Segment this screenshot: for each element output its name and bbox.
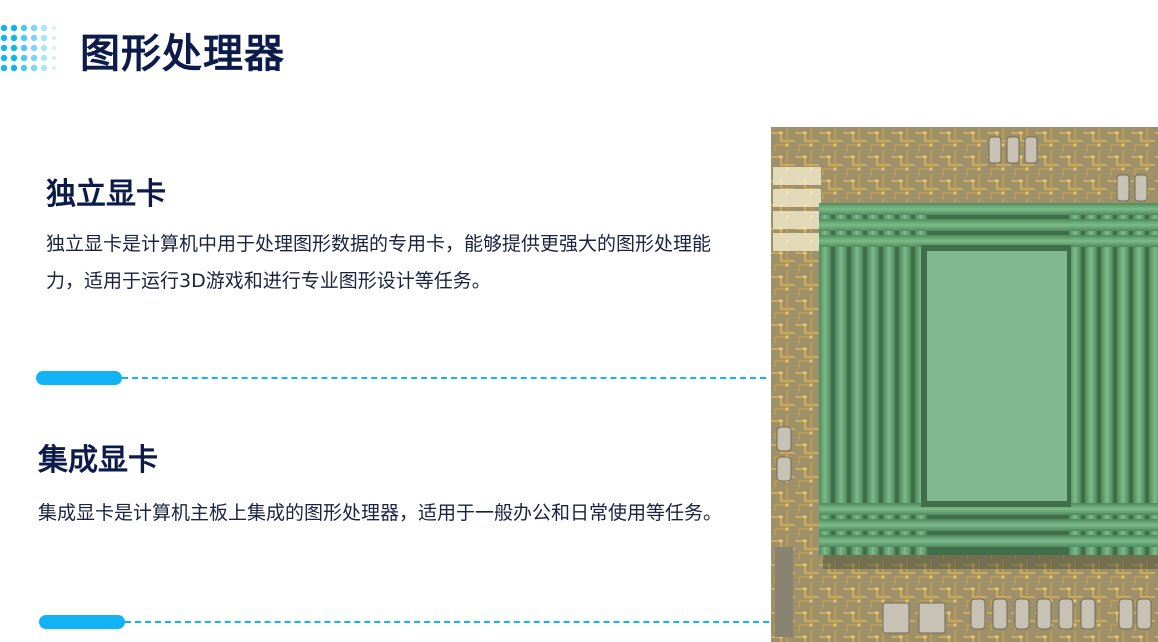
section-title-integrated-gpu: 集成显卡	[38, 443, 158, 478]
divider-dashed-line	[125, 621, 769, 623]
dot-grid-icon	[0, 24, 56, 72]
page-title: 图形处理器	[80, 31, 285, 77]
section-description-integrated-gpu: 集成显卡是计算机主板上集成的图形处理器，适用于一般办公和日常使用等任务。	[38, 502, 723, 524]
divider-pill	[36, 371, 122, 385]
divider-pill	[39, 615, 125, 629]
section-divider	[39, 615, 769, 629]
divider-dashed-line	[122, 377, 766, 379]
section-title-discrete-gpu: 独立显卡	[46, 177, 166, 212]
section-description-discrete-gpu: 独立显卡是计算机中用于处理图形数据的专用卡，能够提供更强大的图形处理能力，适用于…	[46, 233, 712, 292]
gpu-heatsink-photo	[771, 127, 1158, 642]
section-divider	[36, 371, 766, 385]
